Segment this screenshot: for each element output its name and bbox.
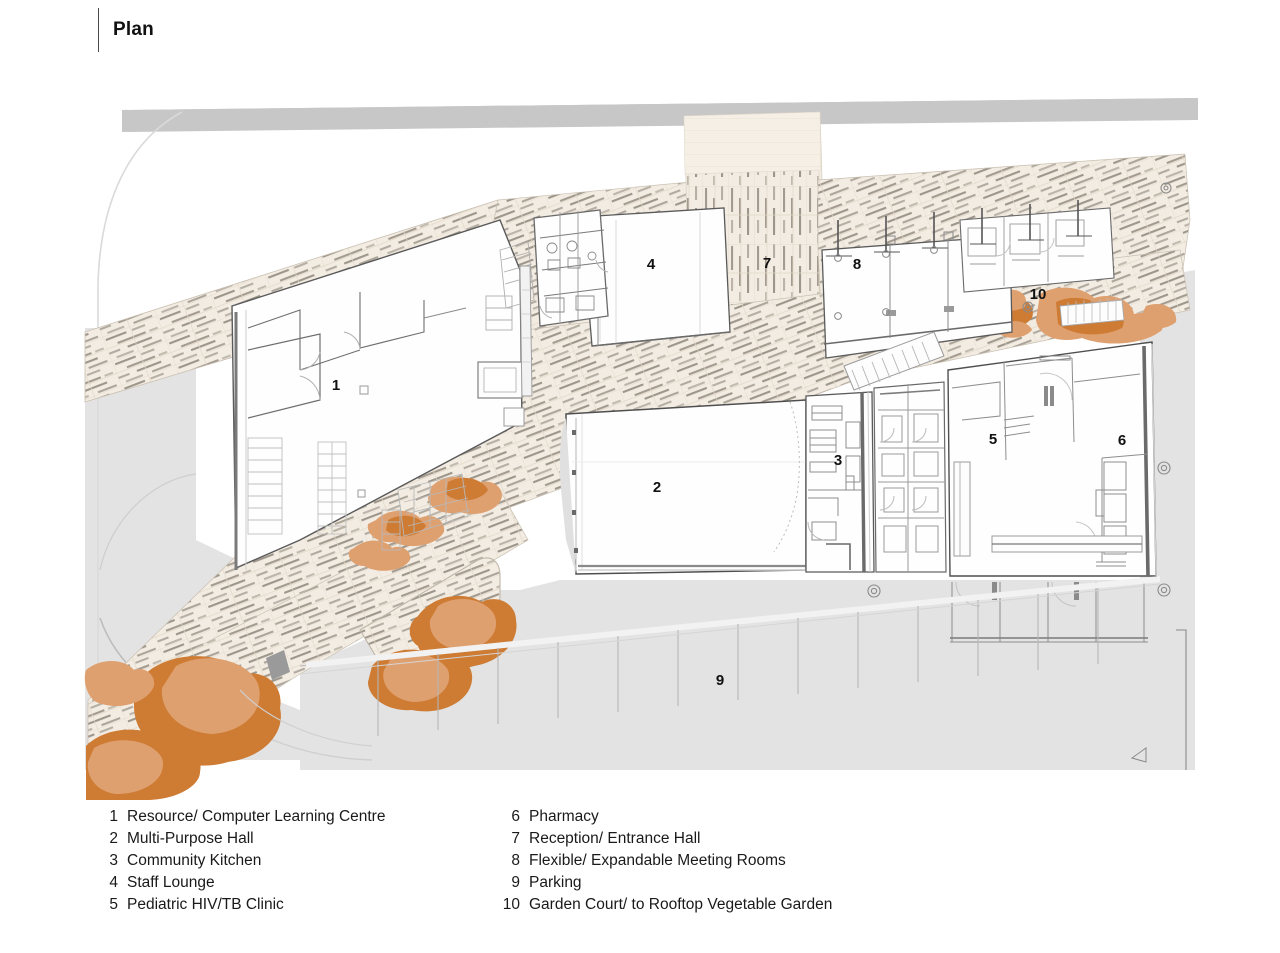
legend-item: 1 Resource/ Computer Learning Centre (92, 806, 494, 828)
building-service-core (873, 381, 947, 573)
street-band-2 (122, 98, 1198, 132)
legend-label: Garden Court/ to Rooftop Vegetable Garde… (529, 896, 833, 913)
legend-label: Flexible/ Expandable Meeting Rooms (529, 852, 786, 869)
building-clinic-wing (947, 341, 1157, 643)
room-marker-10: 10 (1030, 286, 1047, 303)
room-marker-7: 7 (763, 255, 771, 272)
legend-number: 5 (109, 896, 118, 913)
outbuilding-kiosk (477, 361, 525, 427)
room-marker-6: 6 (1118, 432, 1126, 449)
legend-number: 8 (511, 852, 520, 869)
legend-item: 8 Flexible/ Expandable Meeting Rooms (494, 850, 1014, 872)
legend-label: Reception/ Entrance Hall (529, 830, 701, 847)
legend-label: Multi-Purpose Hall (127, 830, 254, 847)
paving-reception-plain-top (683, 111, 822, 175)
legend-number: 1 (109, 808, 118, 825)
column-ticks-lower (834, 246, 938, 320)
legend-item: 4 Staff Lounge (92, 872, 494, 894)
site-boundary-curve-2 (99, 473, 197, 571)
legend-column-left: 1 Resource/ Computer Learning Centre 2 M… (92, 806, 494, 916)
legend-item: 7 Reception/ Entrance Hall (494, 828, 1014, 850)
column-ticks-upper (826, 200, 1092, 257)
legend-number: 10 (502, 896, 520, 913)
room-marker-9: 9 (716, 672, 724, 689)
tree-cluster-street-corner (84, 656, 281, 800)
building-staff-lounge (585, 207, 731, 347)
building-staff-lounge-service (485, 209, 609, 331)
legend-label: Parking (529, 874, 582, 891)
page-title-block: Plan (98, 8, 154, 52)
legend-label: Community Kitchen (127, 852, 262, 869)
legend-label: Staff Lounge (127, 874, 215, 891)
garden-court-stair (843, 298, 1125, 391)
room-marker-8: 8 (853, 256, 861, 273)
structural-column-markers (867, 182, 1187, 770)
legend-item: 9 Parking (494, 872, 1014, 894)
legend-item: 10 Garden Court/ to Rooftop Vegetable Ga… (494, 894, 1014, 916)
architectural-plan-drawing: 1 2 3 4 5 6 7 8 9 10 (0, 70, 1280, 800)
room-marker-4: 4 (647, 256, 656, 273)
building-meeting-service (959, 207, 1115, 293)
site-ground-parking (300, 580, 1195, 770)
room-marker-3: 3 (834, 452, 842, 469)
legend-number: 3 (109, 852, 118, 869)
legend-number: 7 (511, 830, 520, 847)
room-marker-2: 2 (653, 479, 661, 496)
legend-number: 4 (109, 874, 118, 891)
plan-svg-canvas: 1 2 3 4 5 6 7 8 9 10 (84, 98, 1198, 800)
legend-column-right: 6 Pharmacy 7 Reception/ Entrance Hall 8 … (494, 806, 1014, 916)
parking-bays (299, 576, 1161, 736)
site-ground-right (1140, 270, 1195, 770)
building-multipurpose-hall (559, 399, 807, 575)
legend-item: 5 Pediatric HIV/TB Clinic (92, 894, 494, 916)
legend-item: 3 Community Kitchen (92, 850, 494, 872)
crossing-marker (239, 650, 373, 747)
room-marker-5: 5 (989, 431, 997, 448)
room-number-markers: 1 2 3 4 5 6 7 8 9 10 (332, 255, 1126, 689)
legend-item: 6 Pharmacy (494, 806, 1014, 828)
legend-number: 2 (109, 830, 118, 847)
page-title: Plan (113, 19, 154, 40)
legend-label: Pediatric HIV/TB Clinic (127, 896, 284, 913)
building-resource-centre (231, 219, 523, 570)
room-marker-1: 1 (332, 377, 340, 394)
legend-label: Resource/ Computer Learning Centre (127, 808, 386, 825)
legend-number: 9 (511, 874, 520, 891)
entry-ramp (519, 265, 533, 397)
legend-item: 2 Multi-Purpose Hall (92, 828, 494, 850)
title-divider-rule (98, 8, 99, 52)
building-community-kitchen (805, 391, 875, 573)
legend-label: Pharmacy (529, 808, 599, 825)
plan-legend: 1 Resource/ Computer Learning Centre 2 M… (0, 806, 1280, 916)
site-boundary-curve (97, 111, 183, 760)
legend-number: 6 (511, 808, 520, 825)
